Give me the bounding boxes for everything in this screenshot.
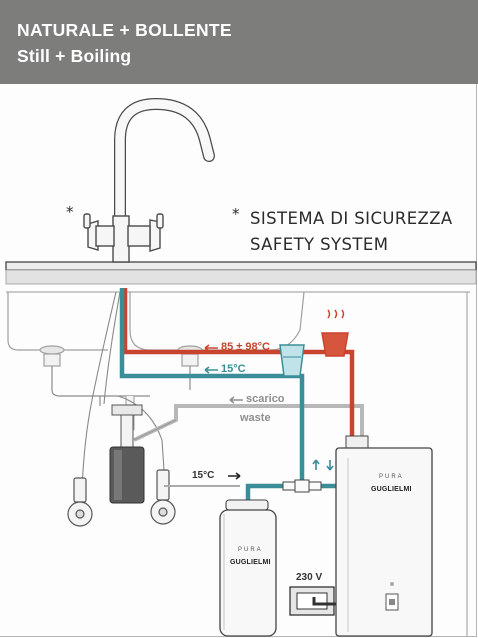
safety-label-it: SISTEMA DI SICUREZZA bbox=[250, 209, 453, 228]
boiler-brand-top: PURA bbox=[379, 474, 404, 480]
power-outlet bbox=[289, 586, 336, 616]
faucet bbox=[83, 97, 215, 263]
boiler-brand-bottom: GUGLIELMI bbox=[371, 486, 412, 493]
diagram-title: NATURALE + BOLLENTE bbox=[17, 20, 232, 40]
filter-brand-bottom: GUGLIELMI bbox=[230, 559, 271, 566]
faucet-safety-asterisk: * bbox=[66, 203, 74, 221]
inlet-temp-label: 15°C bbox=[192, 470, 215, 481]
angle-valve-right bbox=[150, 469, 176, 525]
angle-valve-left bbox=[67, 477, 93, 527]
cold-water-line bbox=[119, 288, 350, 505]
boiler-unit bbox=[335, 435, 433, 637]
hot-cup-icon bbox=[321, 309, 349, 357]
drain-label-en: waste bbox=[240, 412, 271, 424]
waste-trap bbox=[109, 404, 145, 504]
safety-asterisk: * bbox=[232, 205, 240, 223]
sink-basin bbox=[7, 291, 305, 367]
filter-brand-top: PURA bbox=[238, 547, 263, 553]
boiling-water-line bbox=[122, 288, 355, 440]
header-bar: NATURALE + BOLLENTE Still + Boiling bbox=[0, 0, 478, 84]
countertop bbox=[5, 261, 477, 636]
flow-arrows bbox=[204, 344, 334, 480]
diagram-subtitle: Still + Boiling bbox=[17, 46, 132, 66]
supply-hoses bbox=[81, 291, 165, 491]
drain-label-it: scarico bbox=[246, 393, 285, 405]
waste-line bbox=[133, 404, 364, 450]
safety-label-en: SAFETY SYSTEM bbox=[250, 235, 389, 254]
cold-temp-label: 15°C bbox=[221, 363, 246, 375]
voltage-label: 230 V bbox=[296, 572, 323, 583]
cold-glass-icon bbox=[279, 344, 305, 377]
tee-fitting bbox=[282, 479, 322, 493]
boiling-temp-label: 85 ± 98°C bbox=[221, 341, 270, 353]
filter-unit bbox=[219, 499, 277, 637]
